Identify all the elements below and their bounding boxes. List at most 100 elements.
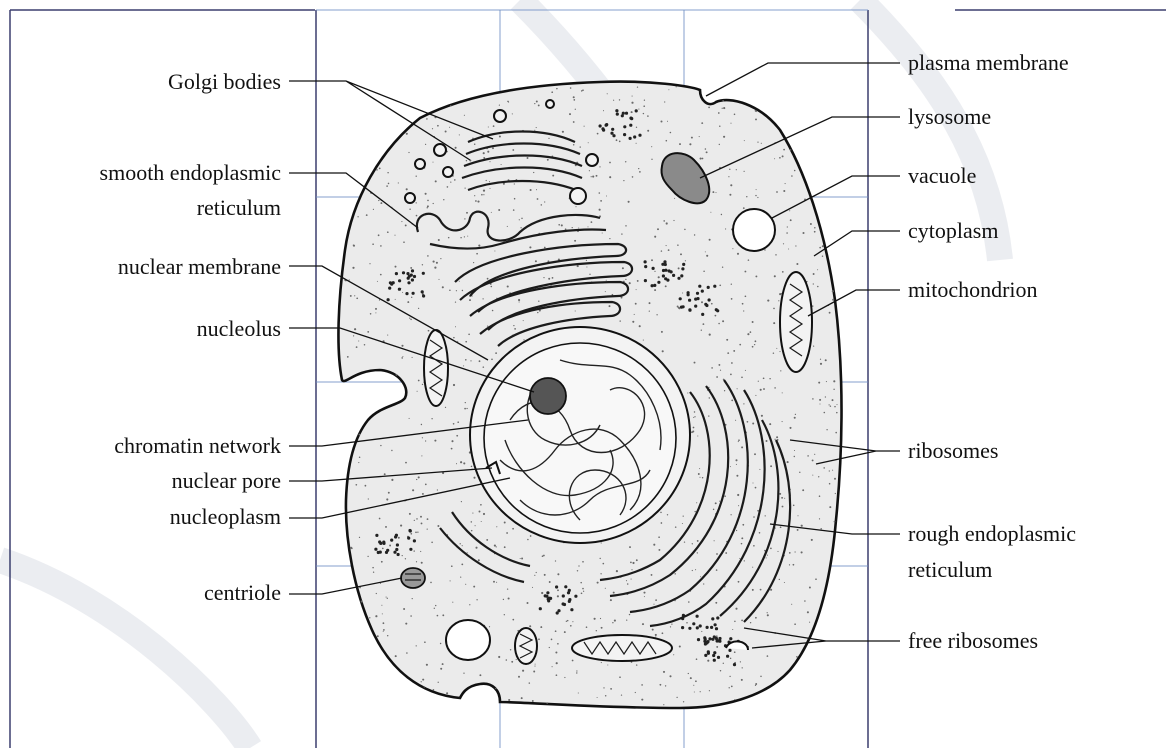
cytoplasm-stipple-dot	[460, 461, 462, 463]
cytoplasm-stipple-dot	[575, 206, 576, 207]
free-ribosome-dot	[409, 529, 412, 532]
cytoplasm-stipple-dot	[719, 144, 720, 145]
free-ribosome-dot	[385, 551, 388, 554]
free-ribosome-dot	[644, 260, 647, 263]
cytoplasm-stipple-dot	[519, 219, 520, 220]
cytoplasm-stipple-dot	[794, 456, 795, 457]
cytoplasm-stipple-dot	[754, 344, 755, 345]
cytoplasm-stipple-dot	[599, 558, 600, 559]
cytoplasm-stipple-dot	[603, 687, 604, 688]
cytoplasm-stipple-dot	[737, 494, 739, 496]
cytoplasm-stipple-dot	[688, 601, 690, 603]
cytoplasm-stipple-dot	[760, 389, 762, 391]
free-ribosome-dot	[610, 132, 613, 135]
cytoplasm-stipple-dot	[755, 340, 757, 342]
cytoplasm-stipple-dot	[375, 615, 377, 617]
cytoplasm-stipple-dot	[683, 701, 684, 702]
cytoplasm-stipple-dot	[735, 608, 737, 610]
cytoplasm-stipple-dot	[658, 276, 660, 278]
free-ribosome-dot	[644, 265, 647, 268]
cytoplasm-stipple-dot	[734, 699, 735, 700]
cytoplasm-stipple-dot	[647, 115, 649, 117]
cytoplasm-stipple-dot	[635, 692, 636, 693]
cytoplasm-stipple-dot	[424, 686, 425, 687]
free-ribosome-dot	[711, 617, 714, 620]
cytoplasm-stipple-dot	[474, 144, 475, 145]
cytoplasm-stipple-dot	[743, 207, 745, 209]
cytoplasm-stipple-dot	[719, 126, 720, 127]
cytoplasm-stipple-dot	[426, 664, 428, 666]
cytoplasm-stipple-dot	[784, 582, 785, 583]
cytoplasm-stipple-dot	[619, 141, 621, 143]
cytoplasm-stipple-dot	[653, 544, 655, 546]
cytoplasm-stipple-dot	[570, 625, 572, 627]
free-ribosome-dot	[629, 137, 632, 140]
cytoplasm-stipple-dot	[738, 441, 739, 442]
cytoplasm-stipple-dot	[718, 323, 720, 325]
cytoplasm-stipple-dot	[702, 477, 703, 478]
cytoplasm-stipple-dot	[766, 557, 767, 558]
cytoplasm-stipple-dot	[783, 190, 785, 192]
cytoplasm-stipple-dot	[468, 333, 470, 335]
cytoplasm-stipple-dot	[614, 620, 616, 622]
cytoplasm-stipple-dot	[529, 682, 530, 683]
cytoplasm-stipple-dot	[741, 537, 743, 539]
label-smooth-er: smooth endoplasmic	[100, 160, 282, 185]
cytoplasm-stipple-dot	[723, 107, 725, 109]
cytoplasm-stipple-dot	[656, 314, 657, 315]
cytoplasm-stipple-dot	[416, 518, 418, 520]
cytoplasm-stipple-dot	[433, 203, 434, 204]
free-ribosome-dot	[397, 553, 400, 556]
cytoplasm-stipple-dot	[833, 389, 834, 390]
cytoplasm-stipple-dot	[376, 169, 378, 171]
cytoplasm-stipple-dot	[430, 582, 432, 584]
cytoplasm-stipple-dot	[753, 545, 755, 547]
cytoplasm-stipple-dot	[741, 679, 743, 681]
cytoplasm-stipple-dot	[395, 655, 397, 657]
cytoplasm-stipple-dot	[783, 243, 784, 244]
cytoplasm-stipple-dot	[790, 219, 792, 221]
cytoplasm-stipple-dot	[469, 299, 471, 301]
free-ribosome-dot	[422, 294, 425, 297]
cytoplasm-stipple-dot	[731, 686, 733, 688]
free-ribosome-dot	[717, 656, 720, 659]
cytoplasm-stipple-dot	[760, 589, 762, 591]
cytoplasm-stipple-dot	[743, 310, 744, 311]
cytoplasm-stipple-dot	[767, 555, 768, 556]
cytoplasm-stipple-dot	[463, 365, 464, 366]
cytoplasm-stipple-dot	[784, 498, 785, 499]
cytoplasm-stipple-dot	[378, 234, 380, 236]
cytoplasm-stipple-dot	[687, 392, 688, 393]
label-cytoplasm: cytoplasm	[908, 218, 998, 243]
cytoplasm-stipple-dot	[581, 90, 583, 92]
cytoplasm-stipple-dot	[761, 143, 762, 144]
cytoplasm-stipple-dot	[634, 314, 635, 315]
cytoplasm-stipple-dot	[586, 626, 588, 628]
cytoplasm-stipple-dot	[350, 295, 352, 297]
cytoplasm-stipple-dot	[533, 671, 535, 673]
cytoplasm-stipple-dot	[801, 551, 803, 553]
cytoplasm-stipple-dot	[767, 655, 769, 657]
cytoplasm-stipple-dot	[719, 501, 720, 502]
cytoplasm-stipple-dot	[693, 417, 694, 418]
cytoplasm-stipple-dot	[804, 600, 806, 602]
cytoplasm-stipple-dot	[421, 424, 422, 425]
cytoplasm-stipple-dot	[683, 515, 684, 516]
cytoplasm-stipple-dot	[802, 489, 804, 491]
cytoplasm-stipple-dot	[431, 542, 433, 544]
cytoplasm-stipple-dot	[789, 552, 791, 554]
cytoplasm-stipple-dot	[427, 205, 429, 207]
cytoplasm-stipple-dot	[516, 659, 517, 660]
cytoplasm-stipple-dot	[507, 226, 508, 227]
cytoplasm-stipple-dot	[692, 570, 693, 571]
cytoplasm-stipple-dot	[492, 310, 494, 312]
cytoplasm-stipple-dot	[619, 99, 620, 100]
cytoplasm-stipple-dot	[786, 232, 788, 234]
free-ribosome-dot	[396, 543, 399, 546]
cytoplasm-stipple-dot	[425, 484, 427, 486]
cytoplasm-stipple-dot	[635, 303, 637, 305]
cytoplasm-stipple-dot	[819, 247, 821, 249]
cytoplasm-stipple-dot	[799, 472, 800, 473]
cytoplasm-stipple-dot	[731, 298, 733, 300]
cytoplasm-stipple-dot	[671, 623, 672, 624]
